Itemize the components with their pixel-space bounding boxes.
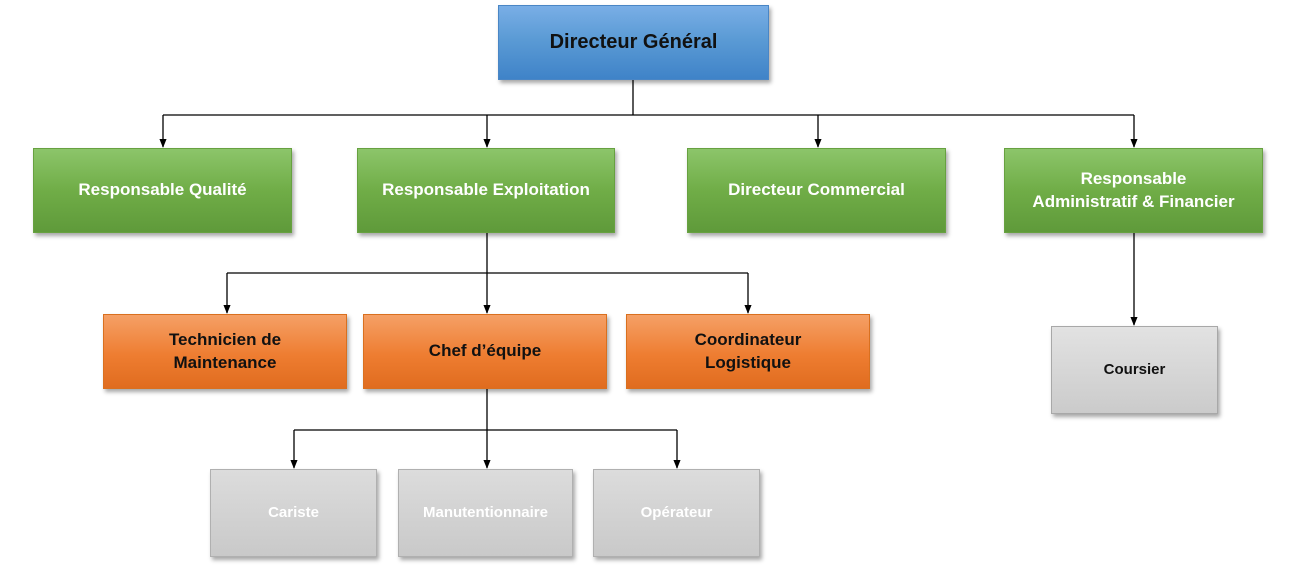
node-label: Technicien de Maintenance [168, 329, 282, 372]
node-responsable-qualite: Responsable Qualité [33, 148, 292, 233]
node-directeur-general: Directeur Général [498, 5, 769, 80]
node-label: Chef d’équipe [428, 341, 542, 361]
node-label: Directeur Général [549, 31, 718, 53]
node-responsable-exploitation: Responsable Exploitation [357, 148, 615, 233]
node-label: Responsable Exploitation [382, 180, 590, 200]
node-label: Opérateur [640, 503, 713, 521]
node-label: Cariste [268, 503, 319, 521]
node-directeur-commercial: Directeur Commercial [687, 148, 946, 233]
node-label: Coursier [1103, 360, 1166, 378]
node-cariste: Cariste [210, 469, 377, 557]
node-technicien-maintenance: Technicien de Maintenance [103, 314, 347, 389]
node-coordinateur-logistique: Coordinateur Logistique [626, 314, 870, 389]
node-manutentionnaire: Manutentionnaire [398, 469, 573, 557]
node-label: Coordinateur Logistique [694, 329, 802, 372]
node-label: Responsable Administratif & Financier [1032, 168, 1235, 211]
node-coursier: Coursier [1051, 326, 1218, 414]
node-chef-equipe: Chef d’équipe [363, 314, 607, 389]
node-operateur: Opérateur [593, 469, 760, 557]
node-label: Responsable Qualité [78, 180, 247, 200]
node-label: Directeur Commercial [728, 180, 905, 200]
node-responsable-administratif-financier: Responsable Administratif & Financier [1004, 148, 1263, 233]
node-label: Manutentionnaire [422, 503, 548, 521]
